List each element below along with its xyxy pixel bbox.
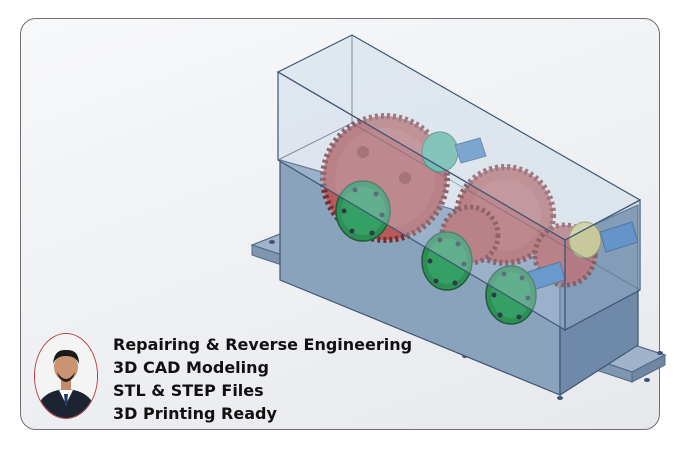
flange-2 xyxy=(421,231,473,291)
feature-item: 3D Printing Ready xyxy=(113,404,277,423)
feature-item: 3D CAD Modeling xyxy=(113,358,269,377)
feature-list: Repairing & Reverse Engineering 3D CAD M… xyxy=(113,333,412,425)
bearing-back-2 xyxy=(568,221,602,259)
cover-side xyxy=(564,199,641,331)
feature-item: Repairing & Reverse Engineering xyxy=(113,335,413,354)
avatar xyxy=(34,333,98,419)
flange-3 xyxy=(485,265,537,325)
shaft-input xyxy=(454,137,487,164)
feature-item: STL & STEP Files xyxy=(113,381,264,400)
person-avatar xyxy=(35,334,97,418)
shaft-output xyxy=(599,221,639,253)
